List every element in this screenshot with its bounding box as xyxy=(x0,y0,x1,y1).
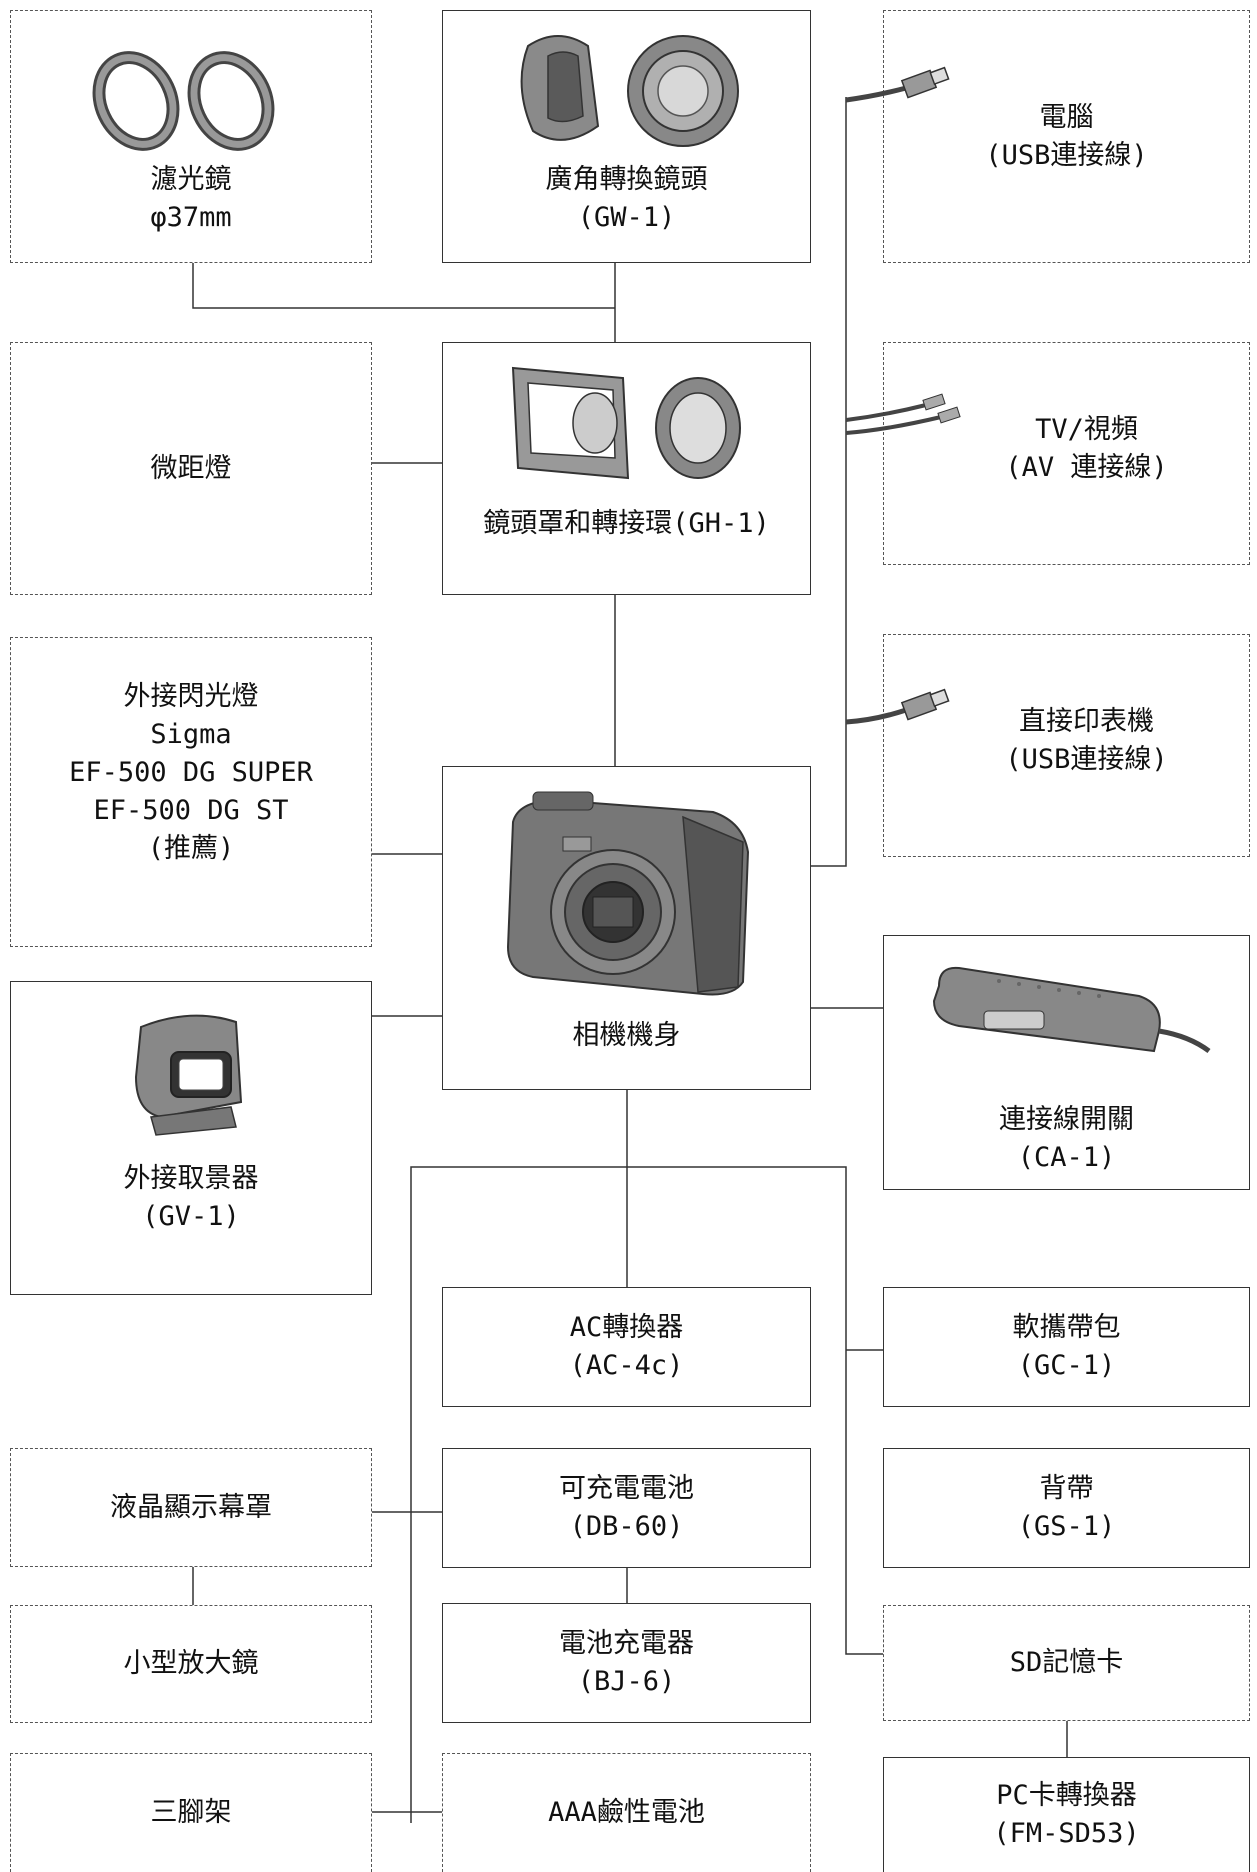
av-cable-icon xyxy=(846,393,961,435)
macro-light-box: 微距燈 xyxy=(10,342,372,595)
loupe-box: 小型放大鏡 xyxy=(10,1605,372,1723)
direct-printer-label: 直接印表機 (USB連接線) xyxy=(1005,706,1168,775)
aaa-battery-box: AAA鹼性電池 xyxy=(442,1753,811,1872)
sd-card-box: SD記憶卡 xyxy=(883,1605,1250,1721)
tripod-label: 三腳架 xyxy=(150,1797,232,1828)
pc-label: 電腦 (USB連接線) xyxy=(985,101,1148,171)
direct-printer-box: 直接印表機 (USB連接線) xyxy=(883,634,1250,857)
tv-video-label: TV/視頻 (AV 連接線) xyxy=(1005,414,1168,483)
camera-illustration xyxy=(506,791,750,996)
filter-box: 濾光鏡 φ37mm xyxy=(10,10,372,263)
lcd-hood-box: 液晶顯示幕罩 xyxy=(10,1448,372,1567)
viewfinder-illustration xyxy=(134,1014,243,1136)
pc-box: 電腦 (USB連接線) xyxy=(883,10,1250,263)
wide-conversion-lens-label: 廣角轉換鏡頭 (GW-1) xyxy=(545,164,708,233)
aaa-battery-label: AAA鹼性電池 xyxy=(548,1797,705,1828)
ac-adapter-box: AC轉換器 (AC-4c) xyxy=(442,1287,811,1407)
tripod-box: 三腳架 xyxy=(10,1753,372,1872)
soft-case-box: 軟攜帶包 (GC-1) xyxy=(883,1287,1250,1407)
filter-rings-illustration xyxy=(92,51,275,151)
rechargeable-battery-box: 可充電電池 (DB-60) xyxy=(442,1448,811,1568)
ac-adapter-label: AC轉換器 (AC-4c) xyxy=(569,1312,684,1381)
cable-switch-box: 連接線開關 (CA-1) xyxy=(883,935,1250,1190)
rechargeable-battery-label: 可充電電池 (DB-60) xyxy=(559,1473,694,1542)
external-flash-box: 外接閃光燈 Sigma EF-500 DG SUPER EF-500 DG ST… xyxy=(10,637,372,947)
battery-charger-label: 電池充電器 (BJ-6) xyxy=(559,1628,694,1697)
battery-charger-box: 電池充電器 (BJ-6) xyxy=(442,1603,811,1723)
sd-card-label: SD記憶卡 xyxy=(1009,1647,1124,1678)
usb-cable-printer-icon xyxy=(846,688,950,725)
soft-case-label: 軟攜帶包 (GC-1) xyxy=(1012,1312,1121,1381)
wide-lens-illustration xyxy=(520,35,739,147)
tv-video-box: TV/視頻 (AV 連接線) xyxy=(883,342,1250,565)
pc-card-adapter-box: PC卡轉換器 (FM-SD53) xyxy=(883,1757,1250,1872)
filter-label: 濾光鏡 φ37mm xyxy=(150,164,232,233)
camera-body-label: 相機機身 xyxy=(572,1020,681,1051)
external-viewfinder-label: 外接取景器 (GV-1) xyxy=(123,1163,259,1232)
strap-label: 背帶 (GS-1) xyxy=(1017,1473,1116,1542)
lcd-hood-label: 液晶顯示幕罩 xyxy=(110,1491,272,1523)
hood-adapter-illustration xyxy=(511,366,741,480)
hood-adapter-label: 鏡頭罩和轉接環(GH-1) xyxy=(483,508,770,539)
external-flash-label: 外接閃光燈 Sigma EF-500 DG SUPER EF-500 DG ST… xyxy=(69,681,313,864)
wide-conversion-lens-box: 廣角轉換鏡頭 (GW-1) xyxy=(442,10,811,263)
usb-cable-pc-icon xyxy=(846,66,950,103)
external-viewfinder-box: 外接取景器 (GV-1) xyxy=(10,981,372,1295)
loupe-label: 小型放大鏡 xyxy=(123,1648,259,1679)
strap-box: 背帶 (GS-1) xyxy=(883,1448,1250,1568)
hood-adapter-box: 鏡頭罩和轉接環(GH-1) xyxy=(442,342,811,595)
pc-card-adapter-label: PC卡轉換器 (FM-SD53) xyxy=(993,1780,1140,1849)
cable-switch-label: 連接線開關 (CA-1) xyxy=(999,1104,1134,1173)
macro-light-label: 微距燈 xyxy=(150,452,232,484)
camera-body-box: 相機機身 xyxy=(442,766,811,1090)
cable-switch-illustration xyxy=(932,966,1211,1054)
